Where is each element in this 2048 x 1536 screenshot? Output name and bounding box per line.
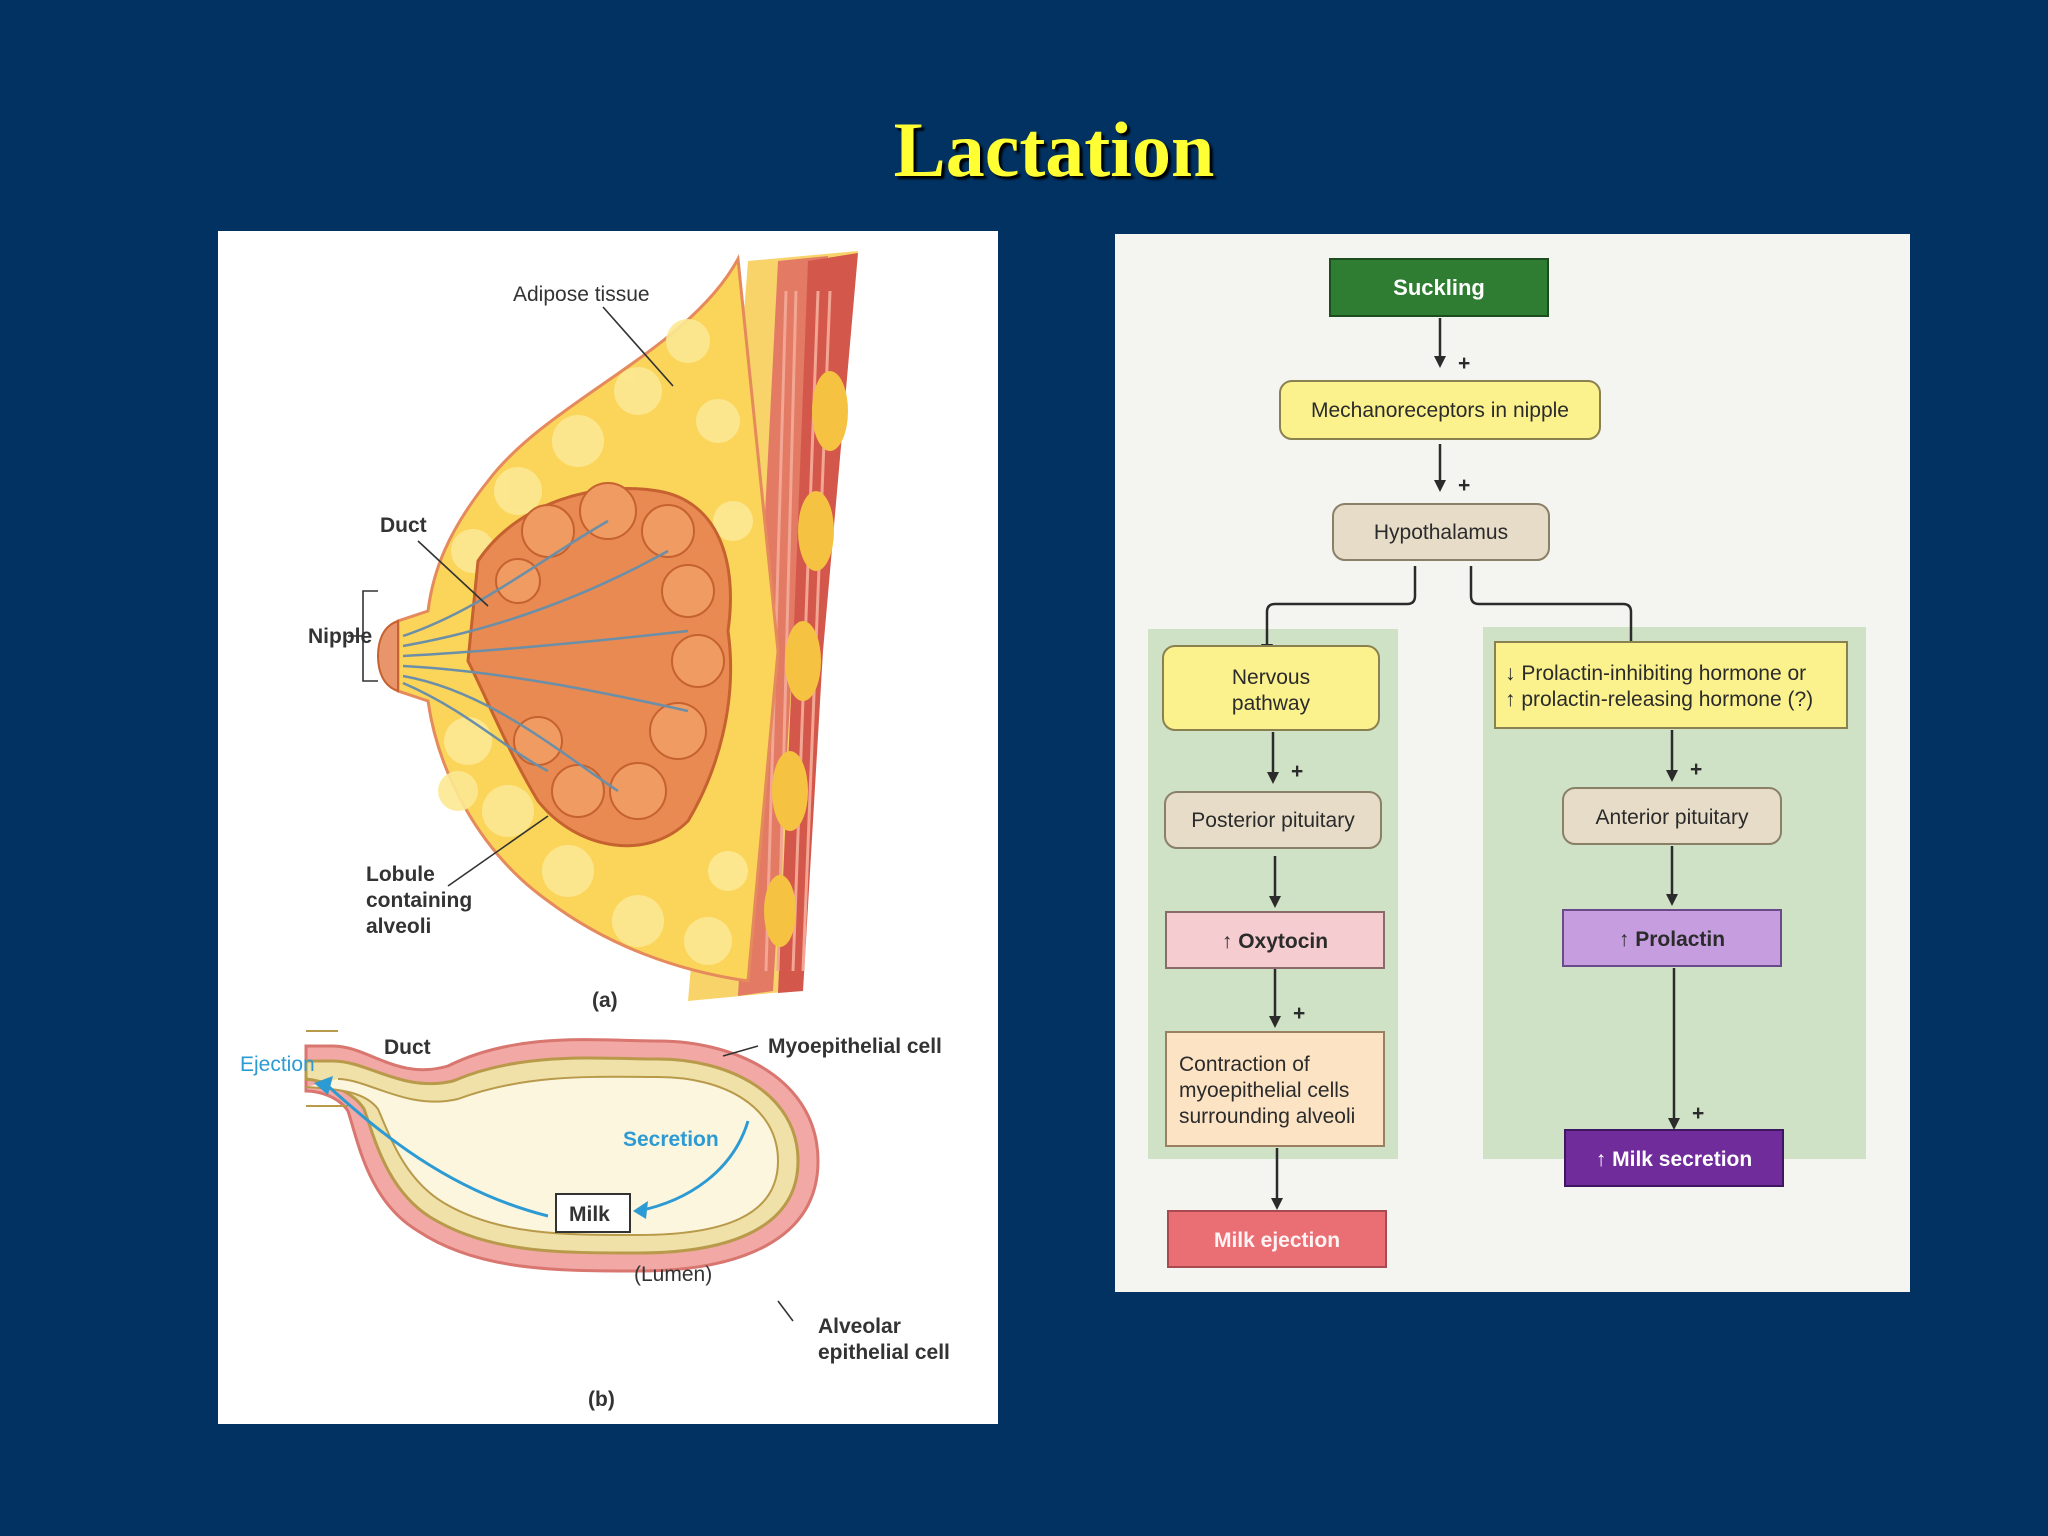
milk-ejection-box: [1167, 1210, 1387, 1268]
plus-signs: + + + + + +: [1291, 352, 1704, 1125]
nervous-pathway-box: [1162, 645, 1380, 731]
label-duct-b: Duct: [384, 1036, 431, 1059]
hypothalamus-label: Hypothalamus: [1374, 521, 1508, 544]
flowchart-panel: + + + + + + Suckling Mechanoreceptors in…: [1115, 234, 1910, 1292]
contraction-label-2: myoepithelial cells: [1179, 1079, 1349, 1102]
label-ejection: Ejection: [240, 1053, 315, 1076]
nipple: [376, 619, 399, 693]
label-duct: Duct: [380, 514, 427, 537]
label-lobule-2: containing: [366, 889, 472, 912]
contraction-box: [1165, 1031, 1385, 1147]
suckling-label: Suckling: [1393, 275, 1485, 300]
plus-sign: +: [1291, 760, 1303, 783]
anterior-pituitary-label: Anterior pituitary: [1596, 806, 1749, 829]
milk-ejection-label: Milk ejection: [1214, 1229, 1340, 1252]
label-lobule-3: alveoli: [366, 915, 431, 938]
caption-a: (a): [592, 989, 618, 1012]
contraction-label-1: Contraction of: [1179, 1053, 1310, 1076]
plus-sign: +: [1458, 352, 1470, 375]
milk-secretion-box: [1564, 1129, 1784, 1187]
hypothalamus-box: [1332, 503, 1550, 561]
label-leaders-a: [348, 306, 674, 887]
prolactin-hormone-label-1: ↓ Prolactin-inhibiting hormone or: [1505, 662, 1806, 685]
plus-sign: +: [1458, 474, 1470, 497]
prolactin-label: ↑ Prolactin: [1619, 928, 1725, 951]
label-lumen: (Lumen): [634, 1263, 712, 1286]
mechanoreceptors-box: [1279, 380, 1601, 440]
milk-box: [555, 1193, 631, 1233]
lactation-flowchart: + + + + + + Suckling Mechanoreceptors in…: [1148, 258, 1866, 1268]
oxytocin-box: [1165, 911, 1385, 969]
posterior-pituitary-box: [1164, 791, 1382, 849]
alveolus-cross-section: [304, 1030, 820, 1273]
mechanoreceptors-label: Mechanoreceptors in nipple: [1311, 399, 1569, 422]
label-alveolar-1: Alveolar: [818, 1315, 901, 1338]
prolactin-hormone-label-2: ↑ prolactin-releasing hormone (?): [1505, 688, 1813, 711]
caption-b: (b): [588, 1388, 615, 1411]
label-adipose: Adipose tissue: [513, 283, 650, 306]
label-myoepithelial: Myoepithelial cell: [768, 1035, 942, 1058]
label-secretion: Secretion: [623, 1128, 719, 1151]
anatomy-illustration: Adipose tissue Duct Nipple Lobule contai…: [240, 251, 950, 1411]
plus-sign: +: [1293, 1002, 1305, 1025]
arrowhead-secretion: [633, 1201, 648, 1219]
oxytocin-label: ↑ Oxytocin: [1222, 930, 1328, 953]
prolactin-box: [1562, 909, 1782, 967]
secretion-arrows: [326, 1084, 750, 1218]
anterior-pituitary-box: [1562, 787, 1782, 845]
label-lobule-1: Lobule: [366, 863, 435, 886]
arrowhead-ejection: [314, 1076, 333, 1095]
plus-sign: +: [1690, 758, 1702, 781]
prolactin-hormone-box: [1494, 641, 1848, 729]
ducts: [402, 519, 689, 793]
lobules: [466, 482, 733, 848]
plus-sign: +: [1692, 1102, 1704, 1125]
label-nipple: Nipple: [308, 625, 372, 648]
nervous-pathway-label-2: pathway: [1232, 692, 1311, 715]
nervous-pathway-label-1: Nervous: [1232, 666, 1310, 689]
slide-title: Lactation: [893, 106, 1215, 193]
contraction-label-3: surrounding alveoli: [1179, 1105, 1355, 1128]
posterior-pituitary-label: Posterior pituitary: [1191, 809, 1355, 832]
milk-secretion-label: ↑ Milk secretion: [1596, 1148, 1752, 1171]
suckling-box: [1329, 258, 1549, 317]
label-leaders-b: [722, 1045, 794, 1322]
label-milk: Milk: [569, 1203, 610, 1226]
anatomy-panel: Adipose tissue Duct Nipple Lobule contai…: [218, 231, 998, 1424]
flow-arrows: [1265, 318, 1676, 1200]
label-alveolar-2: epithelial cell: [818, 1341, 950, 1364]
